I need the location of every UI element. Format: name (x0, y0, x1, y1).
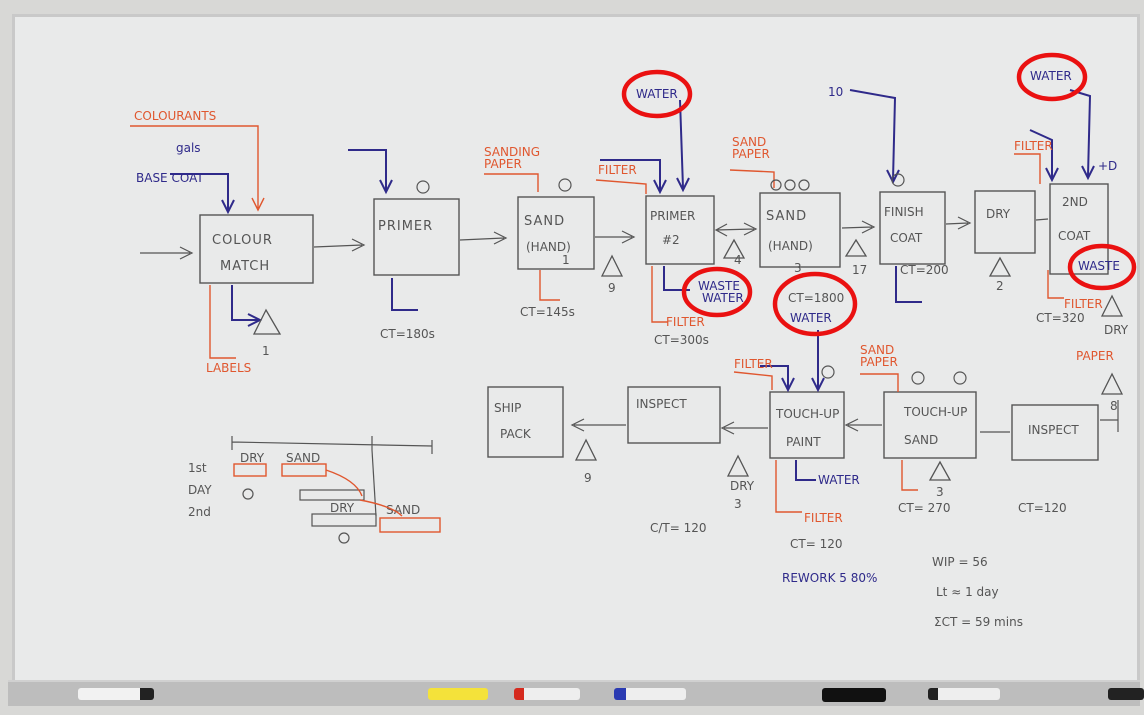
inv-4: 4 (734, 253, 742, 267)
svg-text:LABELS: LABELS (206, 361, 251, 375)
svg-text:FILTER: FILTER (666, 315, 705, 329)
inv-dry: DRY (730, 479, 755, 493)
svg-text:FINISH: FINISH (884, 205, 924, 219)
svg-text:PAINT: PAINT (786, 435, 821, 449)
svg-text:COAT: COAT (1058, 229, 1091, 243)
svg-text:CT=300s: CT=300s (654, 333, 709, 347)
svg-text:PAPER: PAPER (484, 157, 522, 171)
svg-text:PRIMER: PRIMER (650, 209, 695, 223)
svg-text:CT=180s: CT=180s (380, 327, 435, 341)
svg-text:CT= 120: CT= 120 (790, 537, 842, 551)
process-primer: PRIMER (374, 199, 459, 275)
process-colour-match: COLOUR MATCH (200, 215, 313, 283)
process-inspect-2: INSPECT (1012, 405, 1098, 460)
kaizen-marks: 10 +D (417, 85, 1117, 384)
svg-text:2ND: 2ND (1062, 195, 1088, 209)
svg-text:WATER: WATER (1030, 69, 1072, 83)
input-labels: COLOURANTS gals BASE COAT SANDING PAPER … (134, 69, 1120, 525)
inv-1: 1 (262, 344, 270, 358)
process-sand-hand: SAND (HAND) (518, 197, 594, 269)
svg-text:10: 10 (828, 85, 843, 99)
svg-text:INSPECT: INSPECT (1028, 423, 1079, 437)
svg-text:TOUCH-UP: TOUCH-UP (775, 407, 839, 421)
svg-text:FILTER: FILTER (804, 511, 843, 525)
svg-text:FILTER: FILTER (1014, 139, 1053, 153)
svg-text:+D: +D (1098, 159, 1117, 173)
inventory-triangles: 1 1 9 4 17 2 9 DRY 3 3 DRY 8 3 (254, 240, 1129, 511)
svg-text:COLOURANTS: COLOURANTS (134, 109, 216, 123)
inv-dry-2: DRY (1104, 323, 1129, 337)
svg-text:WATER: WATER (636, 87, 678, 101)
inv-9b: 9 (584, 471, 592, 485)
svg-text:2nd: 2nd (188, 505, 211, 519)
svg-text:(HAND): (HAND) (526, 240, 571, 254)
process-inspect-1: INSPECT (628, 387, 720, 443)
svg-text:SAND: SAND (286, 451, 320, 465)
svg-text:C/T= 120: C/T= 120 (650, 521, 707, 535)
svg-text:COAT: COAT (890, 231, 923, 245)
svg-text:CT=1800: CT=1800 (788, 291, 844, 305)
sum-ct-label: ΣCT = 59 mins (934, 615, 1023, 629)
svg-text:SAND: SAND (766, 209, 807, 224)
svg-text:FILTER: FILTER (598, 163, 637, 177)
svg-text:TOUCH-UP: TOUCH-UP (903, 405, 967, 419)
svg-text:INSPECT: INSPECT (636, 397, 687, 411)
svg-text:FILTER: FILTER (734, 357, 773, 371)
process-sand-hand-2: SAND (HAND) (760, 193, 840, 267)
inv-2: 1 (562, 253, 570, 267)
svg-text:BASE COAT: BASE COAT (136, 171, 204, 185)
svg-text:#2: #2 (662, 233, 680, 247)
process-dry: DRY (975, 191, 1035, 253)
process-ship-pack: SHIP PACK (488, 387, 563, 457)
svg-text:SAND: SAND (524, 214, 565, 229)
process-finish-coat: FINISH COAT (880, 192, 945, 264)
svg-text:1st: 1st (188, 461, 207, 475)
svg-text:WATER: WATER (702, 291, 744, 305)
svg-text:WATER: WATER (818, 473, 860, 487)
svg-text:WATER: WATER (790, 311, 832, 325)
svg-text:SHIP: SHIP (494, 401, 521, 415)
svg-text:CT=200: CT=200 (900, 263, 949, 277)
process-touchup-paint: TOUCH-UP PAINT (770, 392, 844, 458)
inv-8: 8 (1110, 399, 1118, 413)
process-touchup-sand: TOUCH-UP SAND (884, 392, 976, 458)
process-primer-2: PRIMER #2 (646, 196, 714, 264)
timeline-sketch: 1st DAY 2nd DRY SAND DRY SAND (188, 436, 440, 543)
svg-text:WASTE: WASTE (1078, 259, 1120, 273)
svg-text:CT=120: CT=120 (1018, 501, 1067, 515)
svg-text:DRY: DRY (986, 207, 1011, 221)
svg-text:CT= 270: CT= 270 (898, 501, 950, 515)
svg-text:DRY: DRY (240, 451, 265, 465)
inv-dry-count: 3 (734, 497, 742, 511)
svg-text:(HAND): (HAND) (768, 239, 813, 253)
inv-9a: 9 (608, 281, 616, 295)
svg-text:PAPER: PAPER (732, 147, 770, 161)
svg-text:CT=320: CT=320 (1036, 311, 1085, 325)
svg-text:PACK: PACK (500, 427, 532, 441)
svg-text:PAPER: PAPER (860, 355, 898, 369)
wip-label: WIP = 56 (932, 555, 988, 569)
svg-text:DRY: DRY (330, 501, 355, 515)
svg-text:CT=145s: CT=145s (520, 305, 575, 319)
svg-text:PAPER: PAPER (1076, 349, 1114, 363)
svg-text:REWORK 5 80%: REWORK 5 80% (782, 571, 877, 585)
svg-text:SAND: SAND (904, 433, 938, 447)
inv-17: 17 (852, 263, 867, 277)
inv-2b: 2 (996, 279, 1004, 293)
svg-text:DAY: DAY (188, 483, 212, 497)
summary-metrics: WIP = 56 Lt ≈ 1 day ΣCT = 59 mins (932, 555, 1023, 629)
inv-3: 3 (794, 261, 802, 275)
svg-text:PRIMER: PRIMER (378, 219, 433, 234)
svg-text:gals: gals (176, 141, 201, 155)
lead-time-label: Lt ≈ 1 day (936, 585, 999, 599)
svg-text:MATCH: MATCH (220, 259, 270, 274)
inv-3b: 3 (936, 485, 944, 499)
svg-text:SAND: SAND (386, 503, 420, 517)
svg-text:FILTER: FILTER (1064, 297, 1103, 311)
svg-text:COLOUR: COLOUR (212, 233, 273, 248)
input-arrows (170, 90, 1094, 390)
